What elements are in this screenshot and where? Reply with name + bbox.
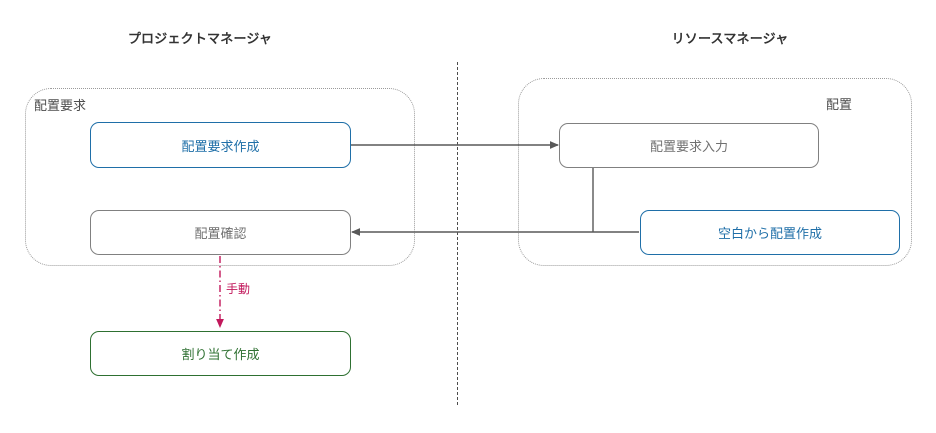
node-input-placement-request[interactable]: 配置要求入力 (559, 123, 819, 168)
node-confirm-placement[interactable]: 配置確認 (90, 210, 351, 255)
node-create-assignment[interactable]: 割り当て作成 (90, 331, 351, 376)
swimlane-divider (457, 62, 458, 405)
group-label-placement-request: 配置要求 (34, 98, 87, 113)
group-label-placement: 配置 (826, 97, 853, 112)
group-container-placement (518, 78, 912, 266)
edge-label-manual: 手動 (226, 282, 251, 296)
swimlane-title-resource-manager: リソースマネージャ (671, 31, 789, 46)
node-create-placement-from-blank[interactable]: 空白から配置作成 (640, 210, 900, 255)
node-create-placement-request[interactable]: 配置要求作成 (90, 122, 351, 168)
swimlane-title-project-manager: プロジェクトマネージャ (127, 31, 273, 46)
